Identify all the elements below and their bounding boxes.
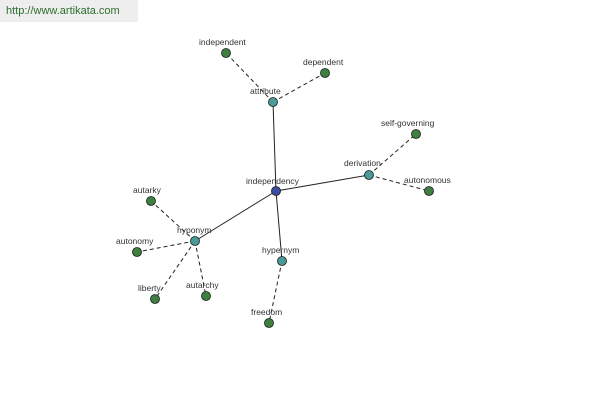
label-independency[interactable]: independency xyxy=(246,176,300,186)
node-autonomous[interactable] xyxy=(424,186,434,196)
label-derivation[interactable]: derivation xyxy=(344,158,381,168)
edge-attribute-independent xyxy=(225,52,274,103)
node-attribute[interactable] xyxy=(268,97,278,107)
edge-hypernym-freedom xyxy=(268,260,283,324)
edge-hyponym-autarchy xyxy=(194,240,207,297)
edge-independency-hypernym xyxy=(275,190,283,262)
node-liberty[interactable] xyxy=(150,294,160,304)
graph-labels: independency attribute derivation hyponym hy… xyxy=(116,37,451,317)
label-autonomous[interactable]: autonomous xyxy=(404,175,451,185)
node-hyponym[interactable] xyxy=(190,236,200,246)
node-dependent[interactable] xyxy=(320,68,330,78)
node-autonomy[interactable] xyxy=(132,247,142,257)
label-attribute[interactable]: attribute xyxy=(250,86,281,96)
label-freedom[interactable]: freedom xyxy=(251,307,282,317)
edge-derivation-autonomous xyxy=(368,174,430,192)
label-dependent[interactable]: dependent xyxy=(303,57,344,67)
edge-hyponym-autonomy xyxy=(136,240,196,253)
edge-independency-hyponym xyxy=(194,190,277,242)
edge-hyponym-liberty xyxy=(154,240,196,300)
node-autarky[interactable] xyxy=(146,196,156,206)
node-hypernym[interactable] xyxy=(277,256,287,266)
source-url-banner[interactable]: http://www.artikata.com xyxy=(0,0,138,22)
node-self-governing[interactable] xyxy=(411,129,421,139)
label-independent[interactable]: independent xyxy=(199,37,246,47)
edge-derivation-self-governing xyxy=(368,133,417,176)
label-self-governing[interactable]: self-governing xyxy=(381,118,435,128)
graph-nodes xyxy=(132,48,434,328)
node-independency[interactable] xyxy=(271,186,281,196)
edge-attribute-dependent xyxy=(272,72,326,103)
label-autarky[interactable]: autarky xyxy=(133,185,162,195)
label-autarchy[interactable]: autarchy xyxy=(186,280,219,290)
edge-independency-attribute xyxy=(272,101,277,192)
node-freedom[interactable] xyxy=(264,318,274,328)
label-hypernym[interactable]: hypernym xyxy=(262,245,299,255)
graph-edges xyxy=(136,52,430,324)
edge-hyponym-autarky xyxy=(150,200,196,242)
edge-independency-derivation xyxy=(275,174,370,192)
node-autarchy[interactable] xyxy=(201,291,211,301)
label-autonomy[interactable]: autonomy xyxy=(116,236,154,246)
node-derivation[interactable] xyxy=(364,170,374,180)
label-hyponym[interactable]: hyponym xyxy=(177,225,212,235)
node-independent[interactable] xyxy=(221,48,231,58)
label-liberty[interactable]: liberty xyxy=(138,283,161,293)
